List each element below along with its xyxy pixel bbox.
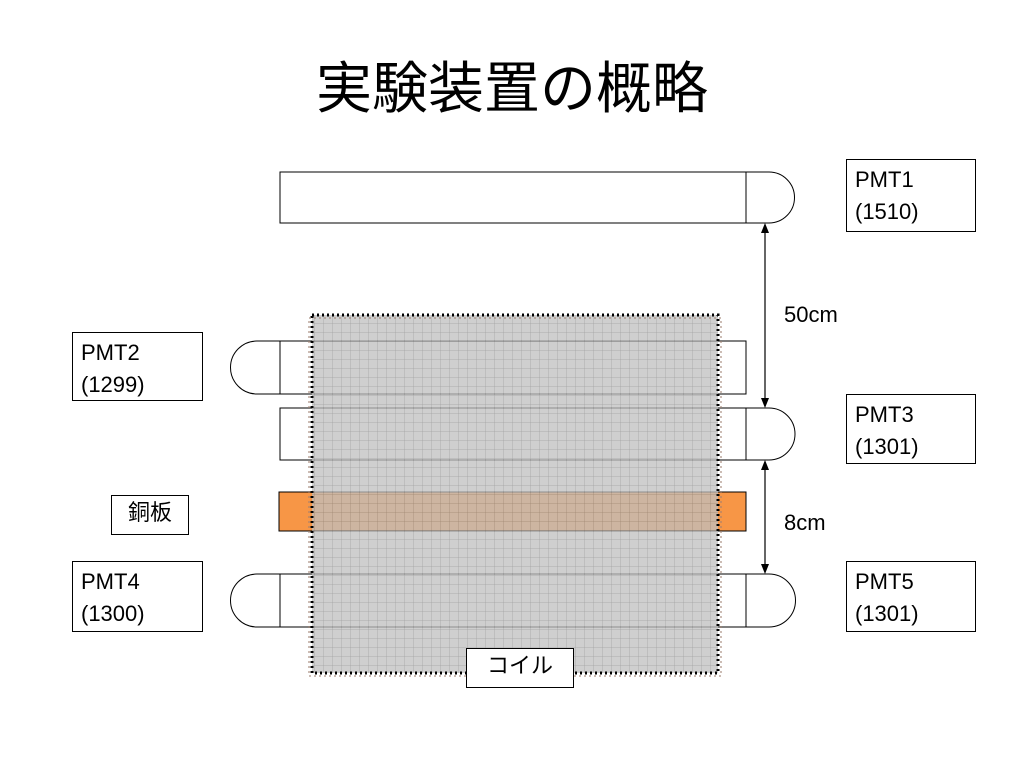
pmt1-label: PMT1 (1510) <box>846 159 976 232</box>
pmt3-name: PMT3 <box>855 402 914 427</box>
dimension-arrow-8cm <box>761 460 769 574</box>
upper-gap-label: 50cm <box>784 302 838 327</box>
pmt3-label: PMT3 (1301) <box>846 394 976 464</box>
dimension-arrow-50cm <box>761 223 769 408</box>
pmt3-value: (1301) <box>855 433 919 459</box>
copper-plate-label: 銅板 <box>111 495 189 535</box>
pmt4-tube <box>230 573 281 628</box>
lower-gap-label: 8cm <box>784 510 826 535</box>
pmt2-tube <box>230 340 281 395</box>
pmt1-name: PMT1 <box>855 167 914 192</box>
pmt3-tube <box>745 407 796 461</box>
pmt5-tube <box>745 573 796 628</box>
pmt4-value: (1300) <box>81 600 145 626</box>
pmt5-value: (1301) <box>855 600 919 626</box>
scintillator-1 <box>279 171 795 224</box>
coil-label: コイル <box>466 648 574 688</box>
pmt1-value: (1510) <box>855 198 919 224</box>
pmt4-name: PMT4 <box>81 569 140 594</box>
page-title: 実験装置の概略 <box>316 57 708 122</box>
pmt2-label: PMT2 (1299) <box>72 332 203 401</box>
coil <box>308 313 722 677</box>
pmt4-label: PMT4 (1300) <box>72 561 203 632</box>
pmt5-label: PMT5 (1301) <box>846 561 976 632</box>
pmt1-tube <box>745 171 795 224</box>
pmt2-value: (1299) <box>81 371 145 397</box>
pmt5-name: PMT5 <box>855 569 914 594</box>
pmt2-name: PMT2 <box>81 340 140 365</box>
